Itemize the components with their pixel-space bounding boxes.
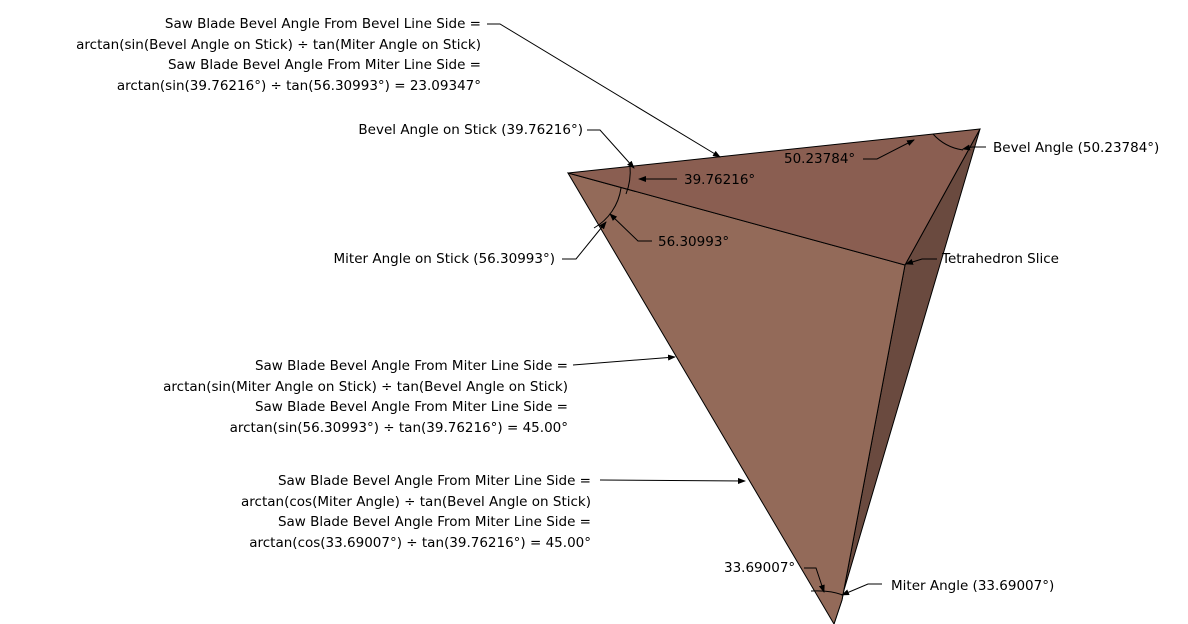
note-miter-side-cos-formula: Saw Blade Bevel Angle From Miter Line Si… — [241, 471, 591, 553]
label-bevel-angle-on-stick: Bevel Angle on Stick (39.76216°) — [358, 122, 583, 138]
note-line: arctan(sin(56.30993°) ÷ tan(39.76216°) =… — [229, 419, 568, 436]
note-line: arctan(cos(Miter Angle) ÷ tan(Bevel Angl… — [241, 493, 591, 510]
note-line: Saw Blade Bevel Angle From Bevel Line Si… — [164, 16, 481, 32]
note-miter-side-sin-formula: Saw Blade Bevel Angle From Miter Line Si… — [163, 356, 568, 438]
miter-arc — [810, 590, 844, 596]
leader-tetra-slice — [905, 258, 937, 265]
note-bevel-side-formula: Saw Blade Bevel Angle From Bevel Line Si… — [76, 14, 481, 96]
leader-miter-angle — [841, 583, 882, 596]
leader-miter-dim3 — [804, 567, 825, 593]
note-line: Saw Blade Bevel Angle From Miter Line Si… — [167, 57, 481, 73]
note-line: Saw Blade Bevel Angle From Miter Line Si… — [254, 399, 568, 415]
dim-miter: 33.69007° — [724, 560, 796, 576]
note-line: Saw Blade Bevel Angle From Miter Line Si… — [254, 358, 568, 374]
leader-miter-side-sin — [572, 354, 676, 366]
leader-bevel-dim2 — [863, 139, 915, 160]
label-bevel-angle: Bevel Angle (50.23784°) — [993, 140, 1160, 156]
note-line: arctan(sin(Miter Angle on Stick) ÷ tan(B… — [163, 378, 568, 395]
note-line: arctan(sin(39.76216°) ÷ tan(56.30993°) =… — [116, 77, 481, 94]
dim-miter-on-stick: 56.30993° — [658, 234, 730, 250]
dim-bevel: 50.23784° — [784, 151, 856, 167]
label-miter-angle: Miter Angle (33.69007°) — [891, 578, 1055, 594]
leader-bevel-angle — [962, 144, 986, 151]
top-face — [567, 128, 981, 266]
leader-bevel-on-stick — [587, 129, 635, 169]
miter-on-stick-arc — [593, 187, 622, 229]
label-tetrahedron-slice: Tetrahedron Slice — [942, 251, 1059, 267]
leader-miter-side-cos — [599, 477, 746, 484]
note-line: arctan(cos(33.69007°) ÷ tan(39.76216°) =… — [249, 534, 591, 551]
dim-bevel-on-stick: 39.76216° — [684, 172, 756, 188]
leader-miter-on-stick — [562, 221, 607, 260]
note-line: Saw Blade Bevel Angle From Miter Line Si… — [277, 473, 591, 489]
note-line: arctan(sin(Bevel Angle on Stick) ÷ tan(M… — [76, 36, 481, 53]
bevel-arc — [932, 133, 964, 151]
leader-miter-dim — [609, 213, 652, 242]
note-line: Saw Blade Bevel Angle From Miter Line Si… — [277, 514, 591, 530]
label-miter-angle-on-stick: Miter Angle on Stick (56.30993°) — [333, 251, 556, 267]
leader-bevel-side — [487, 23, 721, 158]
